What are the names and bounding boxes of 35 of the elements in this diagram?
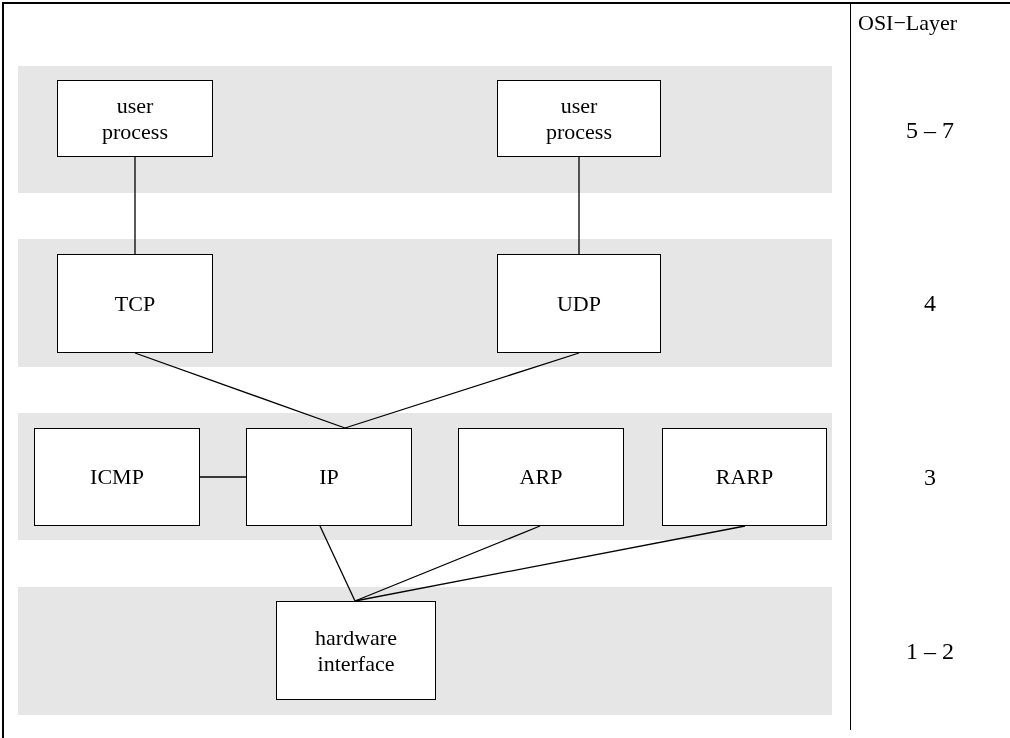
box-label: ICMP bbox=[90, 464, 144, 490]
connector-line bbox=[344, 352, 580, 429]
box-label: user process bbox=[101, 92, 169, 145]
column-heading: OSI−Layer bbox=[858, 10, 959, 36]
protocol-box bbox=[57, 80, 213, 157]
layer-number: 5 – 7 bbox=[905, 115, 955, 144]
layer-band bbox=[18, 587, 832, 715]
box-label: ARP bbox=[519, 464, 563, 490]
layer-band bbox=[18, 66, 832, 193]
protocol-box bbox=[276, 601, 436, 700]
protocol-box bbox=[458, 428, 624, 526]
layer-number: 4 bbox=[923, 289, 937, 317]
box-label: UDP bbox=[557, 290, 601, 317]
box-label: TCP bbox=[114, 290, 156, 317]
box-label: RARP bbox=[715, 464, 774, 490]
protocol-box bbox=[246, 428, 412, 526]
connector-line bbox=[354, 525, 746, 602]
connector-line bbox=[354, 525, 541, 602]
connector-line bbox=[199, 476, 247, 478]
protocol-box bbox=[34, 428, 200, 526]
layer-number: 1 – 2 bbox=[905, 637, 955, 665]
connector-line bbox=[134, 352, 346, 429]
connector-line bbox=[578, 156, 580, 255]
protocol-box bbox=[662, 428, 827, 526]
box-label: hardware interface bbox=[314, 624, 398, 677]
layer-band bbox=[18, 239, 832, 367]
protocol-box bbox=[57, 254, 213, 353]
layer-band bbox=[18, 413, 832, 540]
protocol-box bbox=[497, 254, 661, 353]
connector-line bbox=[134, 156, 136, 255]
box-label: IP bbox=[319, 464, 339, 490]
layer-number: 3 bbox=[923, 462, 937, 491]
box-label: user process bbox=[545, 92, 613, 145]
connector-line bbox=[319, 525, 356, 602]
protocol-box bbox=[497, 80, 661, 157]
